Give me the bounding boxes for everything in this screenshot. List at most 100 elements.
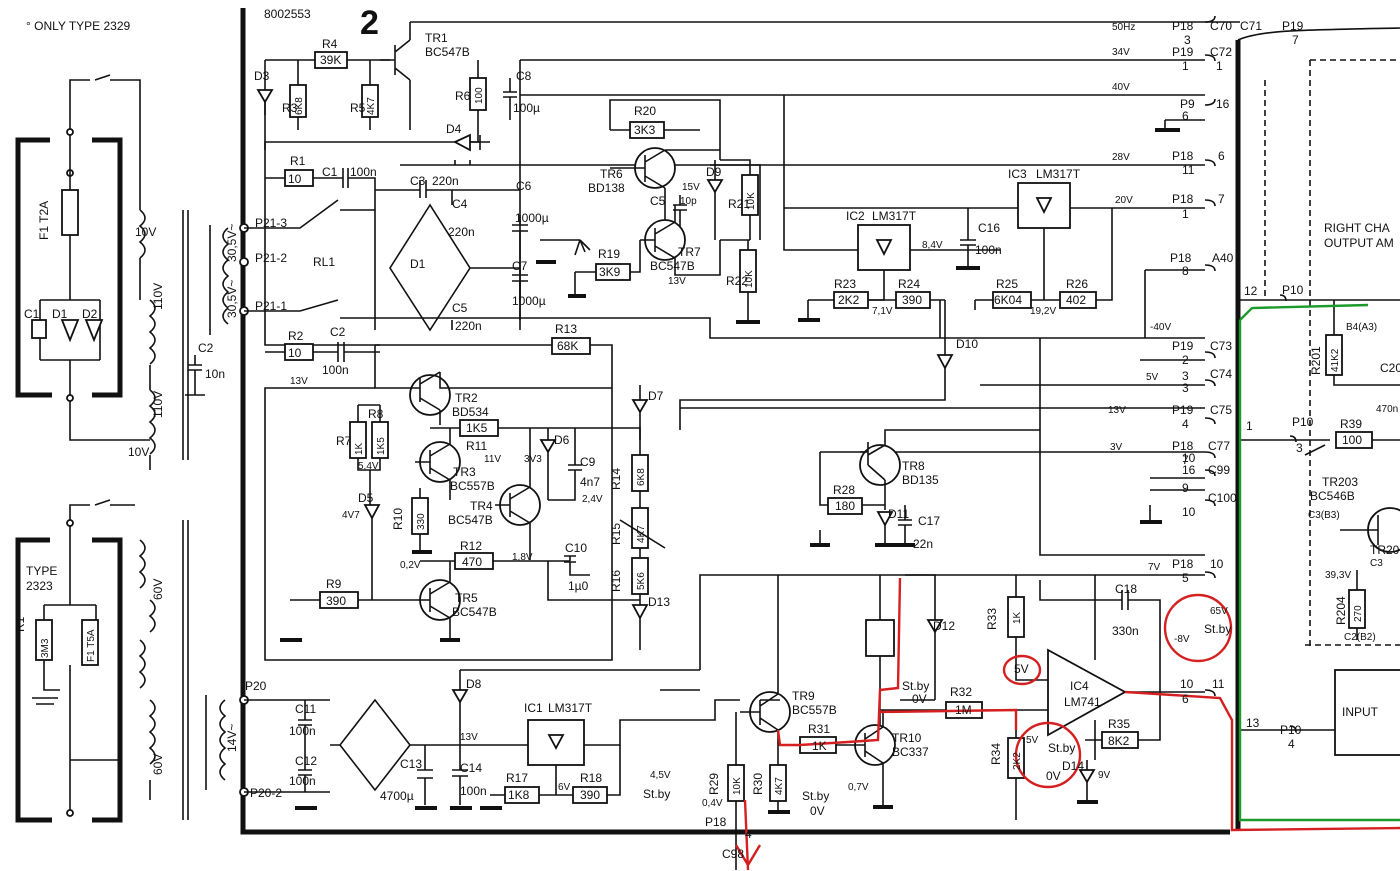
part-number: 8002553	[264, 7, 311, 21]
earth-symbol	[32, 697, 58, 705]
r4-value: 39K	[320, 53, 341, 67]
r31-value: 1K	[812, 739, 827, 753]
c7-value: 1000µ	[512, 294, 546, 308]
ic1-area	[244, 574, 740, 810]
svg-text:R22: R22	[726, 274, 748, 288]
r14-value: 6K8	[636, 468, 647, 486]
svg-text:D3: D3	[254, 69, 270, 83]
conn-p21-1: P21-1	[255, 299, 287, 313]
svg-text:BC546B: BC546B	[1310, 489, 1355, 503]
svg-text:P10: P10	[1280, 723, 1302, 737]
svg-text:D6: D6	[554, 433, 570, 447]
circle-standby-label: St.by	[1204, 622, 1231, 636]
r15-value: 4K7	[636, 525, 647, 543]
right-arc	[1237, 27, 1400, 41]
svg-text:R5: R5	[350, 101, 366, 115]
r9-value: 390	[326, 594, 346, 608]
right-channel-section	[1240, 59, 1400, 756]
ic3-zener	[1035, 197, 1053, 215]
svg-text:5,4V: 5,4V	[358, 461, 379, 472]
svg-text:1: 1	[1216, 59, 1223, 73]
svg-text:C16: C16	[978, 221, 1000, 235]
svg-text:R33: R33	[985, 608, 999, 630]
svg-text:3V: 3V	[1110, 442, 1123, 453]
right-channel-title-2: OUTPUT AM	[1324, 236, 1394, 250]
svg-text:9V: 9V	[1098, 770, 1111, 781]
tr2-body	[409, 374, 451, 416]
svg-text:4V7: 4V7	[342, 510, 360, 521]
svg-text:P10: P10	[1282, 283, 1304, 297]
svg-text:BC557B: BC557B	[450, 479, 495, 493]
svg-text:C11: C11	[295, 702, 316, 716]
svg-text:IC2: IC2	[846, 209, 865, 223]
svg-text:C10: C10	[565, 541, 587, 555]
svg-text:3: 3	[1296, 441, 1303, 455]
r12-value: 470	[462, 555, 482, 569]
svg-text:C20: C20	[1380, 361, 1400, 375]
svg-text:7: 7	[1292, 33, 1299, 47]
tap-10v-b: 10V	[128, 445, 149, 459]
red-arrow-c98	[734, 799, 762, 871]
svg-text:D12: D12	[933, 619, 955, 633]
svg-text:C3: C3	[1370, 558, 1383, 569]
svg-text:BD135: BD135	[902, 473, 939, 487]
svg-text:R19: R19	[598, 247, 620, 261]
mains-switch-2	[69, 499, 135, 520]
svg-text:R32: R32	[950, 685, 972, 699]
svg-text:St.by: St.by	[802, 789, 829, 803]
svg-text:-40V: -40V	[1150, 322, 1171, 333]
svg-text:3V3: 3V3	[524, 454, 542, 465]
svg-text:A40: A40	[1212, 251, 1234, 265]
ic4-opamp	[1047, 648, 1127, 737]
svg-text:P18: P18	[1172, 557, 1194, 571]
circle-m8v-label: -8V	[1174, 634, 1190, 645]
svg-text:R24: R24	[898, 277, 920, 291]
svg-text:C77: C77	[1208, 439, 1230, 453]
tr8-body	[859, 444, 901, 486]
svg-text:R31: R31	[808, 722, 830, 736]
svg-text:R28: R28	[833, 483, 855, 497]
c11-value: 100n	[289, 724, 316, 738]
cap-c2-transformer	[185, 355, 205, 396]
svg-text:BC547B: BC547B	[650, 259, 695, 273]
svg-text:7: 7	[1182, 453, 1189, 467]
c9-value: 4n7	[580, 475, 600, 489]
r39-value: 100	[1342, 433, 1362, 447]
svg-text:R11: R11	[466, 439, 487, 453]
fuse-f1-t2a	[61, 189, 79, 236]
svg-text:P10: P10	[1292, 415, 1314, 429]
svg-text:13V: 13V	[1108, 405, 1126, 416]
svg-text:P18: P18	[1172, 149, 1194, 163]
svg-text:39,3V: 39,3V	[1325, 570, 1351, 581]
svg-text:3: 3	[1182, 381, 1189, 395]
svg-text:12: 12	[1244, 284, 1258, 298]
diode-d1-left	[60, 319, 80, 343]
svg-text:0V: 0V	[912, 692, 927, 706]
svg-text:BC547B: BC547B	[425, 45, 470, 59]
svg-text:TR8: TR8	[902, 459, 925, 473]
svg-text:C6: C6	[516, 179, 532, 193]
svg-text:R13: R13	[555, 322, 577, 336]
svg-text:D1: D1	[410, 257, 426, 271]
svg-text:BC337: BC337	[892, 745, 929, 759]
svg-text:R25: R25	[996, 277, 1018, 291]
svg-text:P19: P19	[1172, 45, 1194, 59]
ic2-ic3-area	[679, 95, 1205, 430]
svg-text:10: 10	[1180, 677, 1194, 691]
svg-text:4,5V: 4,5V	[650, 770, 671, 781]
fuse-bracket-left-2	[15, 537, 52, 823]
svg-text:R3: R3	[282, 101, 298, 115]
svg-text:C75: C75	[1210, 403, 1232, 417]
circle-5v	[1002, 654, 1042, 686]
input-block-label: INPUT	[1342, 705, 1379, 719]
svg-text:D4: D4	[446, 122, 462, 136]
transistor-labels: TR1 BC547B TR6 BD138 TR7 BC547B TR2 BD53…	[425, 31, 1358, 759]
r2-value: 10	[288, 346, 302, 360]
svg-text:R9: R9	[326, 577, 342, 591]
conn-p21-2: P21-2	[255, 251, 287, 265]
svg-text:R201: R201	[1309, 346, 1323, 375]
c2-xfmr-label: C2	[198, 341, 214, 355]
svg-text:P18: P18	[1170, 251, 1192, 265]
svg-text:1: 1	[1182, 207, 1189, 221]
svg-text:C5: C5	[452, 301, 468, 315]
